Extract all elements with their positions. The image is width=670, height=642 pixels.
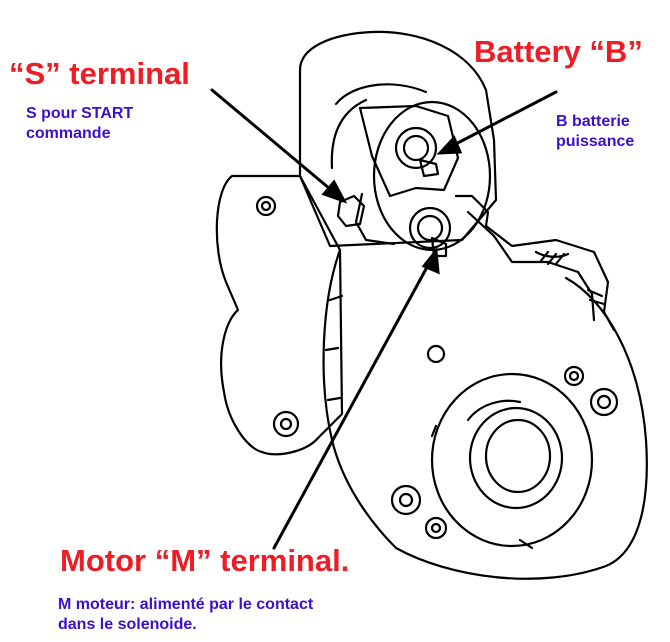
- drive-end-housing: [430, 372, 594, 548]
- battery-arrow: [446, 90, 558, 150]
- bolt-lower: [424, 516, 448, 540]
- solenoid-body: [298, 30, 498, 248]
- battery-note: B batterie puissance: [556, 113, 635, 150]
- mounting-flange: [215, 174, 344, 456]
- bolt-upper: [426, 344, 446, 364]
- battery-terminal-nut: [394, 126, 438, 170]
- pinion-bore-outer: [468, 406, 564, 510]
- motor-terminal-note: M moteur: alimenté par le contact dans l…: [58, 596, 314, 633]
- terminal-bracket: [358, 104, 460, 198]
- motor-strap: [454, 194, 616, 332]
- bolt-right-lower: [589, 387, 619, 417]
- s-terminal-note: S pour START commande: [26, 105, 134, 142]
- flange-bolt-top: [255, 195, 277, 217]
- flange-bolt-bottom: [272, 410, 300, 438]
- bolt-lower-left: [390, 484, 422, 516]
- solenoid-end-cap: [372, 100, 492, 252]
- pinion-bore-inner: [484, 418, 552, 494]
- s-terminal-arrow: [210, 88, 338, 196]
- s-terminal-label: “S” terminal: [9, 56, 190, 91]
- s-terminal-stud: [336, 194, 366, 228]
- battery-label: Battery “B”: [474, 34, 643, 69]
- motor-terminal-arrow: [272, 256, 434, 550]
- motor-terminal-label: Motor “M” terminal.: [60, 543, 350, 578]
- motor-terminal-nut: [408, 206, 452, 250]
- bolt-right: [563, 365, 585, 387]
